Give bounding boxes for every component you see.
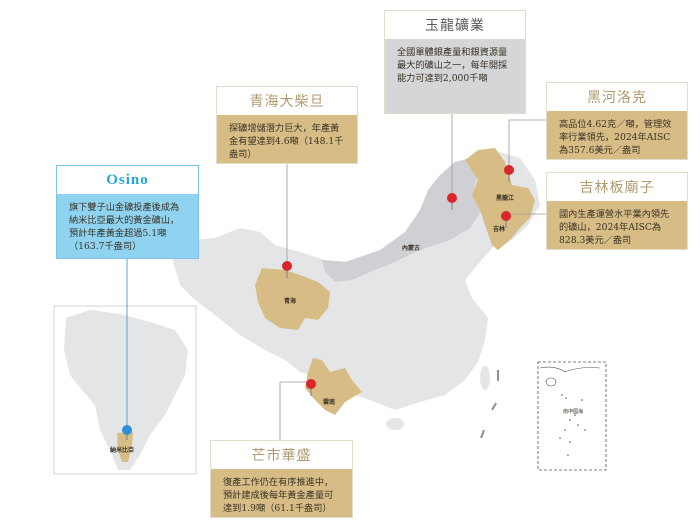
callout-body: 全國單體銀產量和銀資源量最大的礦山之一，每年開採能力可達到2,000千噸 — [385, 39, 525, 113]
map-label-south-china-sea: 南中國海 — [563, 409, 584, 415]
callout-jilin: 吉林板廟子 國內生產運營水平業內領先的礦山，2024年AISC為828.3美元／… — [546, 172, 688, 250]
callout-body: 探礦增儲潛力巨大，年產黃金有望達到4.6噸（148.1千盎司） — [217, 115, 357, 163]
pin-qinghai — [282, 261, 292, 278]
callout-osino: Osino 旗下雙子山金礦投產後成為納米比亞最大的黃金礦山，預計年產黃金超過5.… — [56, 165, 199, 259]
callout-mangshi: 芒市華盛 復產工作仍在有序推進中，預計建成後每年黃金產量可達到1.9噸（61.1… — [210, 440, 353, 518]
taiwan-island — [480, 366, 490, 390]
pin-yunnan — [306, 379, 316, 396]
callout-body: 高品位4.62克／噸，管理效率行業領先，2024年AISC為357.6美元／盎司 — [547, 111, 687, 159]
inner-mongolia-region — [322, 158, 482, 282]
pin-namibia — [122, 425, 132, 440]
africa-landmass — [64, 310, 188, 470]
callout-heihe: 黑河洛克 高品位4.62克／噸，管理效率行業領先，2024年AISC為357.6… — [546, 82, 688, 160]
map-label-heilongjiang: 黑龍江 — [496, 195, 515, 202]
callout-title: 芒市華盛 — [211, 441, 352, 469]
hainan-island — [386, 418, 404, 430]
callout-title: Osino — [57, 166, 198, 194]
qinghai-region — [255, 268, 330, 330]
pin-yulong — [447, 193, 457, 210]
map-label-namibia: 納米比亞 — [110, 447, 135, 454]
callout-title: 青海大柴旦 — [217, 87, 357, 115]
callout-body: 國內生產運營水平業內領先的礦山，2024年AISC為828.3美元／盎司 — [547, 201, 687, 249]
callout-body: 旗下雙子山金礦投產後成為納米比亞最大的黃金礦山，預計年產黃金超過5.1噸（163… — [57, 194, 198, 258]
map-label-jilin: 吉林 — [493, 226, 506, 233]
map-label-yunnan: 雲南 — [323, 399, 336, 406]
heilongjiang-jilin-region — [465, 148, 535, 250]
callout-title: 黑河洛克 — [547, 83, 687, 111]
pin-jilin — [501, 211, 511, 228]
map-label-qinghai: 青海 — [284, 298, 297, 305]
pin-heihe — [504, 165, 514, 182]
callout-title: 吉林板廟子 — [547, 173, 687, 201]
south-china-sea-inset — [537, 361, 607, 471]
yunnan-region — [305, 358, 362, 415]
callout-body: 復產工作仍在有序推進中，預計建成後每年黃金產量可達到1.9噸（61.1千盎司） — [211, 469, 352, 517]
callout-qinghai: 青海大柴旦 探礦增儲潛力巨大，年產黃金有望達到4.6噸（148.1千盎司） — [216, 86, 358, 164]
namibia-region — [117, 432, 133, 462]
callout-yulong: 玉龍礦業 全國單體銀產量和銀資源量最大的礦山之一，每年開採能力可達到2,000千… — [384, 10, 526, 114]
callout-title: 玉龍礦業 — [385, 11, 525, 39]
map-label-inner-mongolia: 內蒙古 — [402, 245, 421, 252]
